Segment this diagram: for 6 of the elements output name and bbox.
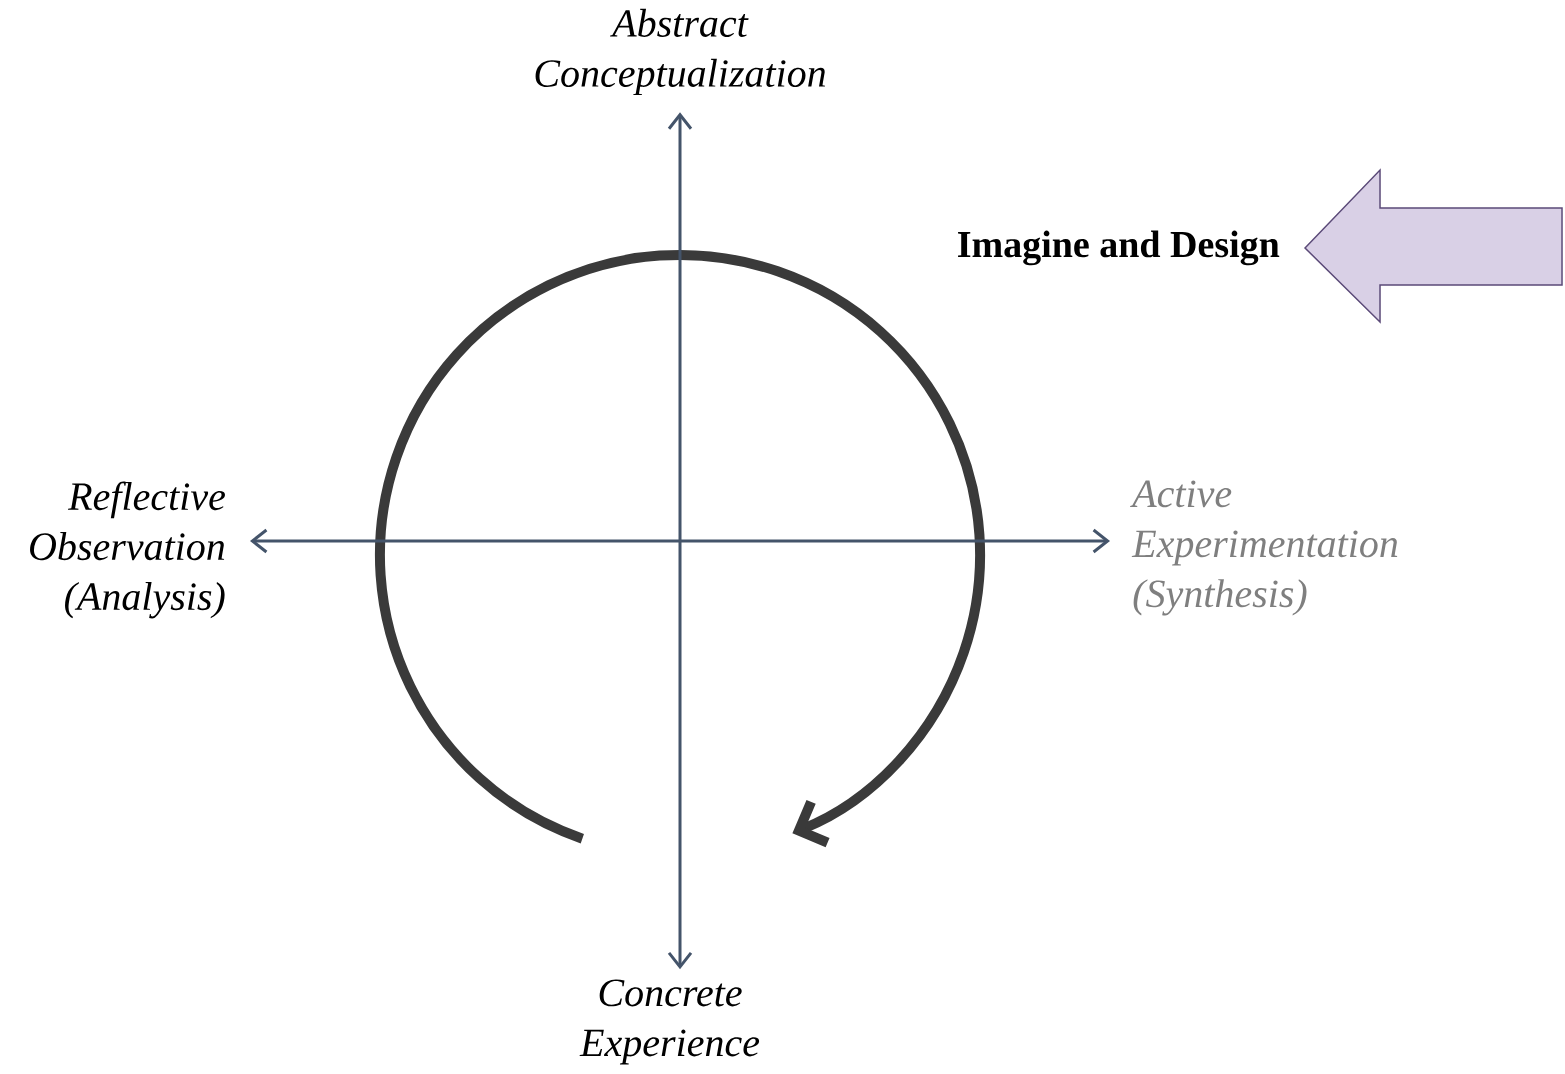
heading-text: Imagine and Design <box>958 230 1280 266</box>
axis-label: Reflective Observation (Analysis) <box>30 481 225 619</box>
axis-label: Active Experimentation (Synthesis) <box>1130 480 1398 616</box>
axis-label: Concrete Experience <box>579 979 760 1065</box>
axis-label: Abstract Conceptualization <box>535 8 826 96</box>
axis-arrow <box>250 528 1110 554</box>
